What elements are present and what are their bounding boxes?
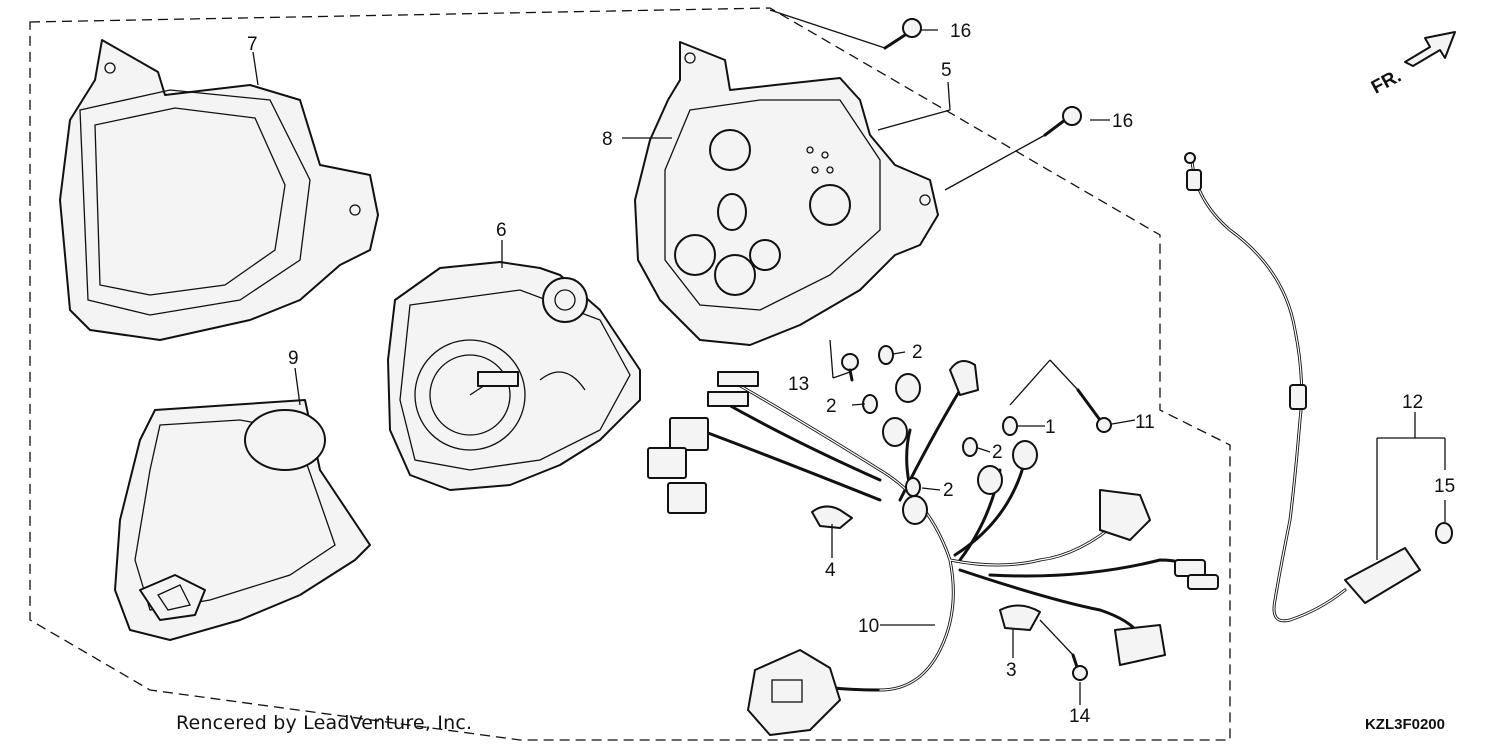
callout-14: 14 xyxy=(1069,706,1091,727)
callout-3: 3 xyxy=(1006,660,1017,681)
screw-part-16-lower[interactable] xyxy=(1043,106,1082,137)
render-credit: Rencered by LeadVenture, Inc. xyxy=(176,712,473,734)
screw-part-13[interactable] xyxy=(841,353,859,382)
callout-16b: 16 xyxy=(1112,111,1133,132)
callout-15: 15 xyxy=(1434,476,1455,497)
callout-2c: 2 xyxy=(992,442,1003,463)
callout-16a: 16 xyxy=(950,21,971,42)
svg-text:FR.: FR. xyxy=(1368,66,1405,99)
callout-1: 1 xyxy=(1045,417,1056,438)
callout-2a: 2 xyxy=(912,342,923,363)
screw-part-14[interactable] xyxy=(1071,653,1088,681)
callout-2b: 2 xyxy=(826,396,837,417)
assembly-boundary xyxy=(29,7,1231,741)
callout-labels: 1 2 2 2 2 3 4 5 6 7 8 9 10 11 12 13 14 1… xyxy=(247,21,1455,727)
callout-9: 9 xyxy=(288,348,299,369)
leader-lines xyxy=(252,9,1446,705)
screw-part-16-upper[interactable] xyxy=(883,18,922,50)
clamp-part-3[interactable] xyxy=(999,604,1041,631)
bulbs-parts-1-2[interactable] xyxy=(862,345,1018,497)
callout-12: 12 xyxy=(1402,392,1423,413)
wire-harness-part-10[interactable] xyxy=(647,360,1219,736)
callout-10: 10 xyxy=(858,616,879,637)
screw-part-11[interactable] xyxy=(1076,388,1112,433)
callout-11: 11 xyxy=(1135,412,1155,433)
callout-13: 13 xyxy=(788,374,809,395)
clamp-part-4[interactable] xyxy=(811,505,853,529)
meter-housing-part-8[interactable] xyxy=(634,41,939,346)
callout-8: 8 xyxy=(602,129,613,150)
callout-4: 4 xyxy=(825,560,836,581)
upper-cover-part-7[interactable] xyxy=(59,39,379,341)
speedometer-cable-part-12[interactable] xyxy=(1184,152,1421,623)
diagram-code: KZL3F0200 xyxy=(1364,716,1445,733)
washer-part-15[interactable] xyxy=(1435,522,1453,544)
callout-6: 6 xyxy=(496,220,507,241)
lower-case-part-9[interactable] xyxy=(114,399,371,641)
callout-5: 5 xyxy=(941,60,952,81)
callout-7: 7 xyxy=(247,34,258,55)
callout-2d: 2 xyxy=(943,480,954,501)
front-direction-marker: FR. xyxy=(1368,31,1456,99)
meter-face-part-6[interactable] xyxy=(387,261,641,491)
